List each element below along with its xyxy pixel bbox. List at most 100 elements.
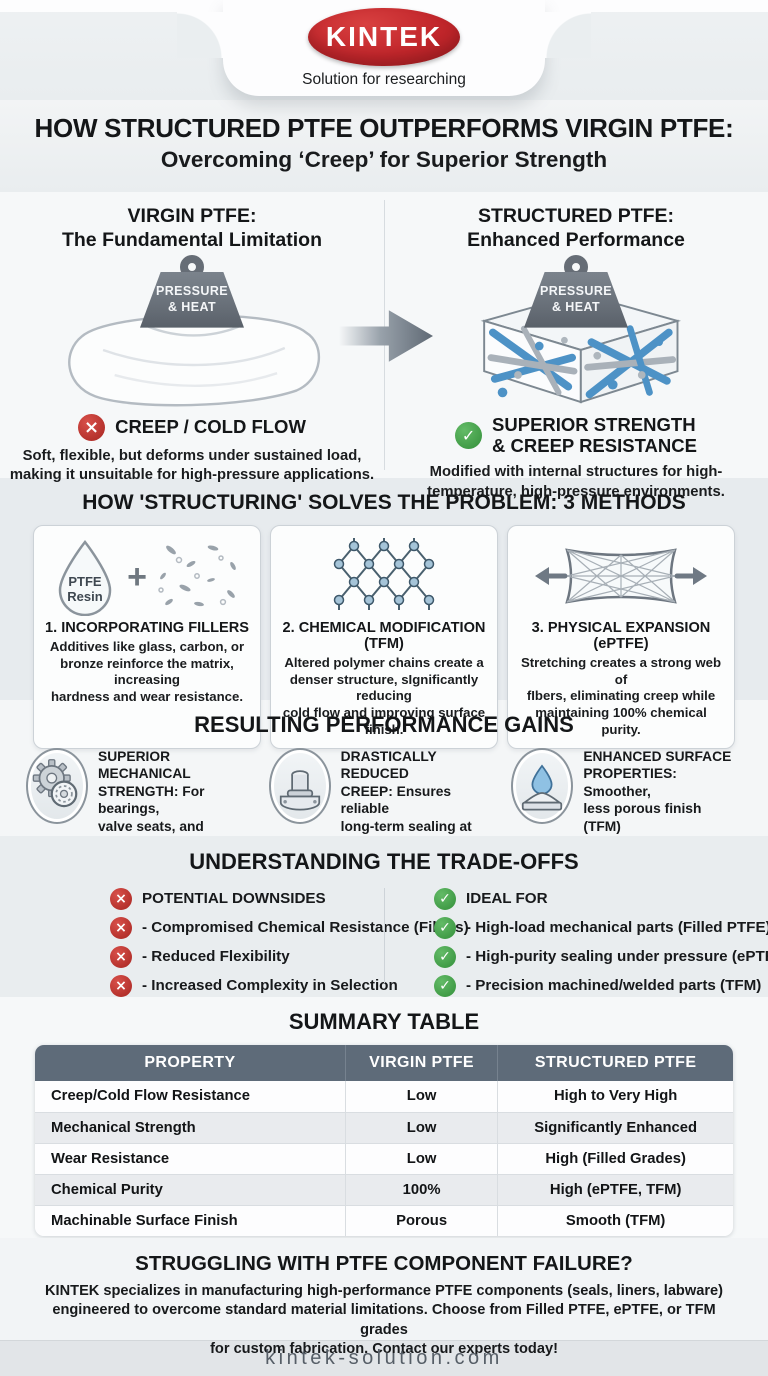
check-icon: ✓ — [434, 887, 456, 910]
check-icon: ✓ — [455, 421, 483, 449]
table-cell: Chemical Purity — [35, 1174, 346, 1206]
brand-tagline: Solution for researching — [302, 70, 466, 88]
structured-verdict: ✓ SUPERIOR STRENGTH & CREEP RESISTANCE — [384, 414, 768, 458]
weight-body: PRESSURE & HEAT — [140, 271, 244, 328]
table-cell: High to Very High — [497, 1081, 733, 1113]
header: KINTEK Solution for researching — [0, 0, 768, 100]
brand-name: KINTEK — [325, 20, 443, 52]
ptfe-resin-plus-fillers-icon: PTFE Resin + — [42, 534, 252, 618]
logo-panel: KINTEK Solution for researching — [177, 0, 591, 96]
structured-ptfe-heading: STRUCTURED PTFE: Enhanced Performance — [384, 205, 768, 253]
table-cell: Mechanical Strength — [35, 1112, 346, 1144]
method-body: Stretching creates a strong web of fIber… — [520, 655, 722, 737]
virgin-verdict: × CREEP / COLD FLOW — [0, 413, 384, 441]
stretched-web-icon — [516, 534, 726, 618]
molecular-lattice-icon — [279, 534, 489, 618]
ideal-for-item: ✓ - High-purity sealing under pressure (… — [434, 942, 768, 971]
summary-table: PROPERTY VIRGIN PTFE STRUCTURED PTFE Cre… — [35, 1045, 733, 1236]
virgin-verdict-text: CREEP / COLD FLOW — [115, 416, 306, 438]
weight-label-line2: & HEAT — [168, 299, 216, 314]
virgin-ptfe-column: VIRGIN PTFE: The Fundamental Limitation … — [0, 192, 384, 483]
droplet-label-line2: Resin — [67, 589, 102, 604]
table-cell: Significantly Enhanced — [497, 1112, 733, 1144]
method-body: Additives like glass, carbon, or bronze … — [49, 639, 245, 704]
table-cell: Low — [345, 1081, 499, 1113]
virgin-heading-line1: VIRGIN PTFE: — [127, 205, 257, 227]
table-header-cell: PROPERTY — [35, 1045, 346, 1081]
table-cell: Low — [345, 1112, 499, 1144]
gear-bearing-icon — [26, 748, 88, 824]
comparison-section: VIRGIN PTFE: The Fundamental Limitation … — [0, 192, 768, 500]
plus-icon: + — [127, 558, 147, 596]
method-title: 1. INCORPORATING FILLERS — [44, 620, 250, 636]
flange-seal-icon — [268, 748, 331, 824]
summary-section: SUMMARY TABLE PROPERTY VIRGIN PTFE STRUC… — [0, 997, 768, 1238]
downsides-header-row: × POTENTIAL DOWNSIDES — [110, 884, 384, 913]
method-title: 3. PHYSICAL EXPANSION (ePTFE) — [531, 620, 711, 652]
weight-label-line1: PRESSURE — [540, 283, 612, 298]
soft-ptfe-block-icon — [68, 313, 321, 406]
cross-icon: × — [110, 916, 132, 939]
pressure-heat-weight-icon: PRESSURE & HEAT — [137, 254, 247, 328]
downside-item: × - Increased Complexity in Selection — [110, 971, 398, 1000]
surface-droplet-icon — [511, 748, 574, 824]
droplet-label-line1: PTFE — [68, 574, 102, 589]
method-body: Altered polymer chains create a denser s… — [282, 655, 486, 737]
table-cell: High (ePTFE, TFM) — [497, 1174, 733, 1206]
ideal-for-item: ✓ - High-load mechanical parts (Filled P… — [434, 913, 768, 942]
table-cell: Porous — [345, 1205, 499, 1236]
table-row: Chemical Purity 100% High (ePTFE, TFM) — [35, 1174, 733, 1206]
cross-icon: × — [110, 887, 132, 910]
tradeoffs-divider — [384, 888, 385, 983]
method-card-eptfe: 3. PHYSICAL EXPANSION (ePTFE) Stretching… — [507, 525, 735, 750]
method-card-tfm: 2. CHEMICAL MODIFICATION (TFM) Altered p… — [270, 525, 498, 750]
table-cell: Smooth (TFM) — [497, 1205, 733, 1236]
cta-body: KINTEK specializes in manufacturing high… — [45, 1283, 723, 1357]
summary-heading: SUMMARY TABLE — [288, 1009, 480, 1034]
table-cell: Creep/Cold Flow Resistance — [35, 1081, 346, 1113]
weight-label-line2: & HEAT — [552, 299, 600, 314]
check-icon: ✓ — [434, 916, 456, 939]
table-header-cell: VIRGIN PTFE — [345, 1045, 499, 1081]
header-curve-right — [545, 12, 591, 58]
structured-heading-line2: Enhanced Performance — [467, 228, 685, 251]
table-row: Wear Resistance Low High (Filled Grades) — [35, 1143, 733, 1175]
downside-item: × - Compromised Chemical Resistance (Fil… — [110, 913, 469, 942]
table-row: Machinable Surface Finish Porous Smooth … — [35, 1205, 733, 1236]
table-cell: Wear Resistance — [35, 1143, 346, 1175]
downsides-column: × POTENTIAL DOWNSIDES × - Compromised Ch… — [0, 884, 469, 1000]
virgin-ptfe-illustration: PRESSURE & HEAT — [0, 254, 384, 410]
table-cell: Low — [345, 1143, 499, 1175]
tradeoffs-section: UNDERSTANDING THE TRADE-OFFS × POTENTIAL… — [0, 836, 768, 997]
structured-description: Modified with internal structures for hi… — [427, 464, 725, 500]
table-cell: Machinable Surface Finish — [35, 1205, 346, 1236]
method-title: 2. CHEMICAL MODIFICATION (TFM) — [282, 620, 486, 652]
weight-body: PRESSURE & HEAT — [524, 271, 628, 328]
method-cards: PTFE Resin + — [33, 525, 735, 750]
page-title: HOW STRUCTURED PTFE OUTPERFORMS VIRGIN P… — [34, 113, 734, 143]
filler-particles — [160, 545, 236, 607]
virgin-description: Soft, flexible, but deforms under sustai… — [9, 447, 375, 484]
virgin-heading-line2: The Fundamental Limitation — [61, 228, 322, 251]
table-row: Creep/Cold Flow Resistance Low High to V… — [35, 1081, 733, 1113]
check-icon: ✓ — [434, 945, 456, 968]
title-section: HOW STRUCTURED PTFE OUTPERFORMS VIRGIN P… — [0, 100, 768, 192]
table-cell: High (Filled Grades) — [497, 1143, 733, 1175]
ideal-for-column: ✓ IDEAL FOR ✓ - High-load mechanical par… — [384, 884, 768, 1000]
downside-item: × - Reduced Flexibility — [110, 942, 384, 971]
cross-icon: × — [78, 413, 106, 441]
page-subtitle: Overcoming ‘Creep’ for Superior Strength — [160, 147, 608, 172]
table-row: Mechanical Strength Low Significantly En… — [35, 1112, 733, 1144]
cta-section: STRUGGLING WITH PTFE COMPONENT FAILURE? … — [0, 1238, 768, 1357]
gains-heading: RESULTING PERFORMANCE GAINS — [194, 712, 574, 737]
ideal-for-header-row: ✓ IDEAL FOR — [434, 884, 768, 913]
weight-label-line1: PRESSURE — [156, 283, 228, 298]
table-header-row: PROPERTY VIRGIN PTFE STRUCTURED PTFE — [35, 1045, 733, 1081]
pressure-heat-weight-icon: PRESSURE & HEAT — [521, 254, 631, 328]
cross-icon: × — [110, 974, 132, 997]
methods-heading: HOW 'STRUCTURING' SOLVES THE PROBLEM: 3 … — [82, 491, 686, 514]
brand-logo: KINTEK — [308, 7, 460, 66]
structured-ptfe-column: STRUCTURED PTFE: Enhanced Performance PR… — [384, 192, 768, 500]
structured-ptfe-illustration: PRESSURE & HEAT — [384, 254, 768, 410]
